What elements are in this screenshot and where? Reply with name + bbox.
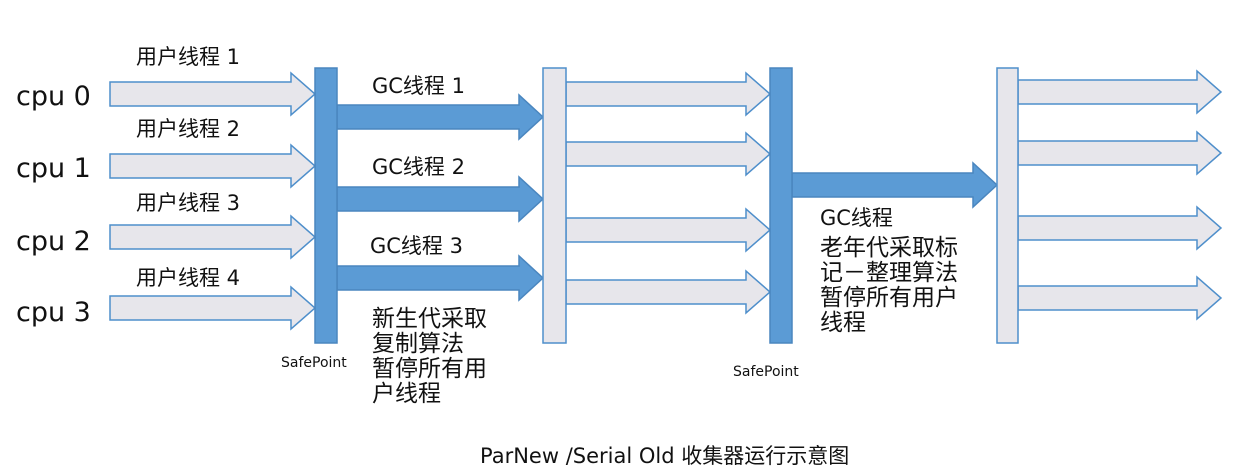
safepoint-label-2: SafePoint	[733, 364, 799, 380]
phase-end-bar-2	[996, 67, 1019, 344]
user-arrow-row0-seg3	[1017, 69, 1223, 115]
phase-bars	[314, 67, 1019, 344]
young-note-line-3: 暂停所有用	[372, 356, 487, 382]
user-arrow-cpu3-seg1	[109, 285, 317, 331]
user-arrow-cpu1-seg1	[109, 143, 317, 189]
user-thread-arrows	[109, 69, 1223, 331]
safepoint-bar-1	[314, 67, 338, 344]
old-note-line-3: 暂停所有用户	[820, 285, 958, 311]
user-thread-label-3: 用户线程 3	[136, 191, 241, 215]
diagram-caption: ParNew /Serial Old 收集器运行示意图	[480, 444, 850, 468]
old-gc-thread-label: GC线程	[820, 206, 893, 230]
user-arrow-row2-seg3	[1017, 205, 1223, 251]
user-thread-label-2: 用户线程 2	[136, 117, 241, 141]
safepoint-label-1: SafePoint	[281, 355, 347, 371]
young-note-line-4: 户线程	[372, 381, 441, 407]
user-arrow-row2-seg2	[565, 207, 772, 253]
young-gen-note: 新生代采取 复制算法 暂停所有用 户线程	[372, 307, 487, 407]
old-gen-note: 老年代采取标 记－整理算法 暂停所有用户 线程	[820, 236, 958, 336]
young-note-line-1: 新生代采取	[372, 306, 487, 332]
gc-thread-label-3: GC线程 3	[370, 234, 463, 258]
gc-thread-label-2: GC线程 2	[372, 155, 465, 179]
old-note-line-4: 线程	[820, 310, 866, 336]
phase-end-bar-1	[542, 67, 567, 344]
gc-arrow-old	[791, 161, 999, 209]
user-arrow-row1-seg3	[1017, 130, 1223, 176]
user-arrow-cpu2-seg1	[109, 214, 317, 260]
user-thread-label-1: 用户线程 1	[136, 45, 241, 69]
gc-thread-label-1: GC线程 1	[372, 74, 465, 98]
gc-arrow-1	[336, 93, 545, 141]
gc-arrow-3	[336, 254, 545, 302]
user-arrow-cpu0-seg1	[109, 71, 317, 117]
cpu-label-1: cpu 1	[16, 153, 91, 184]
user-arrow-row0-seg2	[565, 71, 772, 117]
young-note-line-2: 复制算法	[372, 331, 464, 357]
safepoint-bar-2	[769, 67, 793, 344]
gc-arrow-2	[336, 175, 545, 223]
user-arrow-row3-seg2	[565, 269, 772, 315]
cpu-label-0: cpu 0	[16, 81, 91, 112]
cpu-label-3: cpu 3	[16, 297, 91, 328]
user-arrow-row3-seg3	[1017, 275, 1223, 321]
gc-thread-arrows	[336, 93, 999, 302]
old-note-line-1: 老年代采取标	[820, 235, 958, 261]
cpu-label-2: cpu 2	[16, 226, 91, 257]
old-note-line-2: 记－整理算法	[820, 260, 958, 286]
user-thread-label-4: 用户线程 4	[136, 266, 241, 290]
user-arrow-row1-seg2	[565, 131, 772, 177]
